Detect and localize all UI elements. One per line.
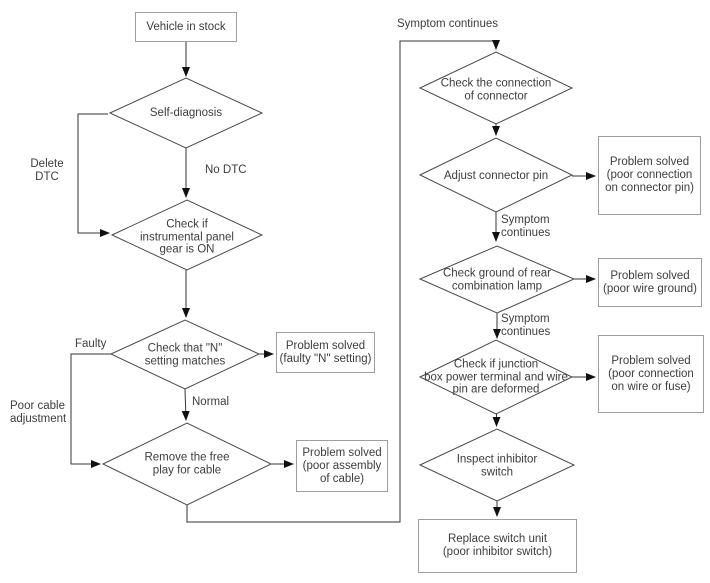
label-check-ground: Check ground of rear combination lamp bbox=[442, 267, 552, 293]
box-replace-switch-unit: Replace switch unit (poor inhibitor swit… bbox=[418, 519, 577, 573]
diamond-adjust-connector-pin bbox=[418, 137, 574, 213]
edge-label-no-dtc: No DTC bbox=[205, 164, 247, 176]
box-problem-faulty-n: Problem solved (faulty "N" setting) bbox=[276, 332, 375, 373]
label-check-panel-gear: Check if instrumental panel gear is ON bbox=[140, 218, 234, 256]
label-self-diagnosis: Self-diagnosis bbox=[149, 106, 223, 119]
box-problem-wire-ground: Problem solved (poor wire ground) bbox=[598, 258, 702, 307]
edge-label-symptom-continues-2: Symptom continues bbox=[501, 313, 551, 338]
edge-symptom-continues-long bbox=[186, 40, 500, 523]
label-remove-free-play: Remove the free play for cable bbox=[144, 451, 230, 477]
edge-label-normal: Normal bbox=[192, 396, 230, 408]
edge-delete-dtc-loop bbox=[77, 113, 110, 237]
diamond-check-panel-gear bbox=[110, 199, 264, 271]
diamond-check-ground bbox=[418, 245, 576, 314]
edge-label-symptom-continues-top: Symptom continues bbox=[397, 18, 498, 30]
edge-label-delete-dtc: Delete DTC bbox=[30, 158, 64, 183]
edge-label-symptom-continues-1: Symptom continues bbox=[501, 214, 551, 239]
edge-nsetting-to-removeplay bbox=[181, 388, 190, 421]
label-check-connection: Check the connection of connector bbox=[440, 77, 552, 103]
diamond-check-connection bbox=[418, 51, 574, 125]
diamond-check-junction-box bbox=[418, 339, 574, 415]
edge-label-poor-cable-adjustment: Poor cable adjustment bbox=[10, 400, 67, 425]
box-vehicle-in-stock: Vehicle in stock bbox=[135, 12, 237, 42]
label-adjust-connector-pin: Adjust connector pin bbox=[443, 169, 549, 182]
label-inspect-inhibitor: Inspect inhibitor switch bbox=[456, 453, 538, 479]
diamond-check-n-setting bbox=[109, 319, 261, 390]
label-check-n-setting: Check that "N" setting matches bbox=[144, 342, 226, 368]
label-check-junction-box: Check if junction box power terminal and… bbox=[424, 358, 568, 396]
edge-faulty-loop bbox=[70, 353, 111, 468]
diamond-remove-free-play bbox=[101, 422, 273, 506]
diamond-self-diagnosis bbox=[108, 77, 264, 149]
diamond-inspect-inhibitor bbox=[418, 428, 576, 502]
edge-label-faulty: Faulty bbox=[75, 338, 107, 350]
box-problem-poor-assembly: Problem solved (poor assembly of cable) bbox=[296, 440, 388, 492]
box-problem-connector-pin: Problem solved (poor connection on conne… bbox=[598, 136, 701, 215]
box-problem-wire-fuse: Problem solved (poor connection on wire … bbox=[598, 335, 704, 413]
